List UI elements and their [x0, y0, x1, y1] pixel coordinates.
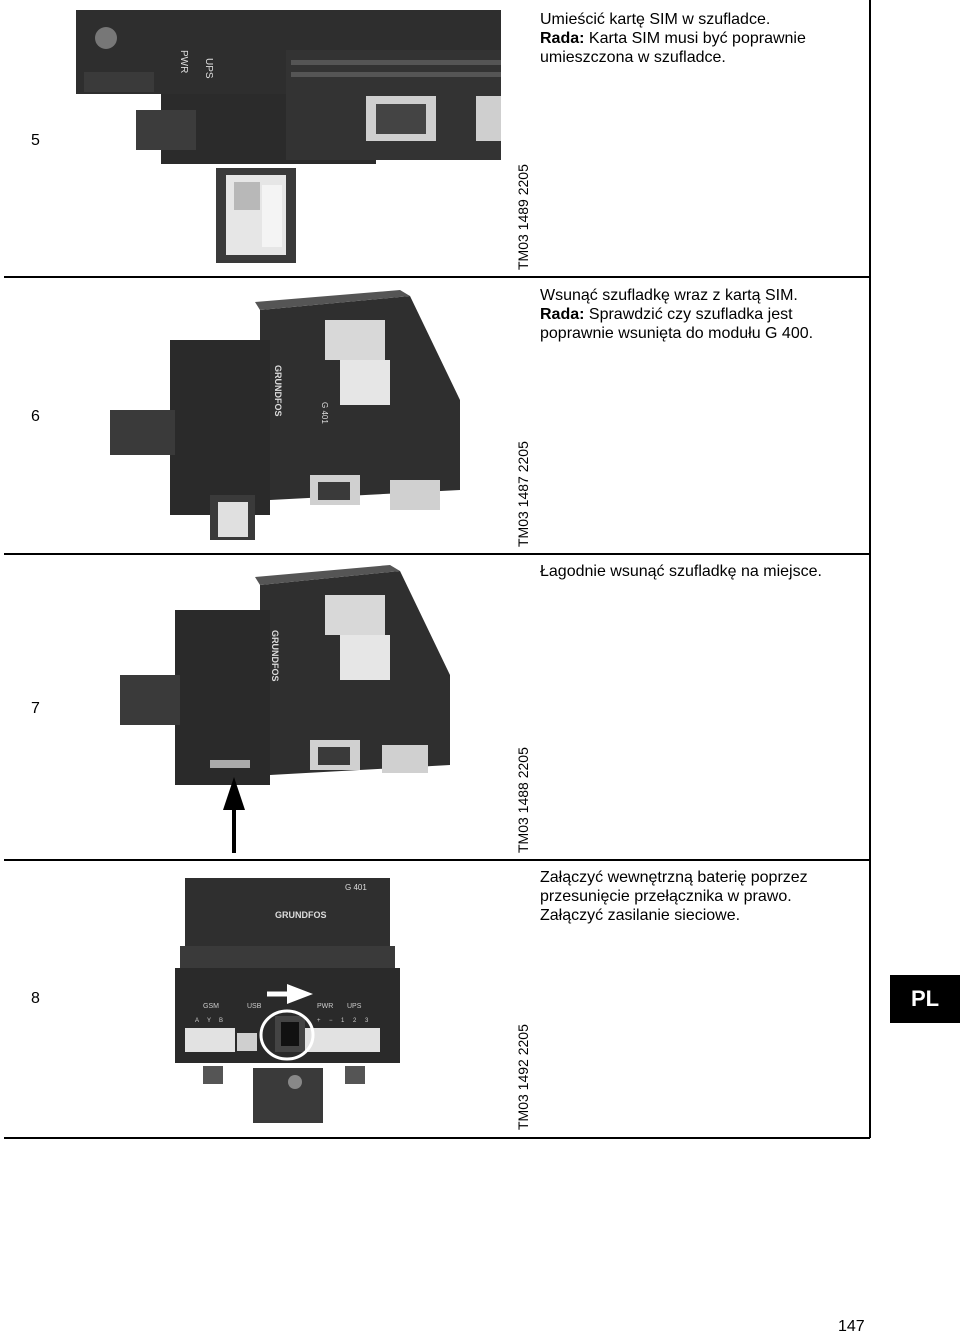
brand-label: GRUNDFOS: [275, 910, 327, 920]
instruction-line: Łagodnie wsunąć szufladkę na miejsce.: [540, 563, 822, 580]
hint-text: Sprawdzić czy szufladka jest poprawnie w…: [540, 306, 814, 342]
instruction-line: Załączyć wewnętrzną baterię poprzez prze…: [540, 869, 808, 905]
right-rule: [869, 0, 871, 1138]
page-number: 147: [838, 1318, 865, 1335]
figure-code: TM03 1489 2205: [515, 164, 531, 270]
model-label: G 401: [345, 883, 367, 892]
ups-label: UPS: [347, 1003, 362, 1010]
terminal-label: Y: [207, 1018, 211, 1024]
instruction-line: Wsunąć szufladkę wraz z kartą SIM.: [540, 287, 798, 304]
step-number: 7: [31, 700, 40, 717]
hint-text: Karta SIM musi być poprawnie umieszczona…: [540, 30, 806, 66]
row-divider: [4, 859, 870, 861]
ups-label: UPS: [203, 58, 214, 79]
figure-code: TM03 1488 2205: [515, 747, 531, 853]
terminal-label: +: [317, 1018, 321, 1024]
step-number: 6: [31, 408, 40, 425]
step-instruction: Wsunąć szufladkę wraz z kartą SIM. Rada:…: [540, 286, 870, 343]
hint: Rada: Karta SIM musi być poprawnie umies…: [540, 29, 870, 67]
photo-tray-pushed: GRUNDFOS: [120, 565, 450, 853]
photo-sim-card-in-tray: PWR UPS: [76, 10, 501, 263]
brand-label: GRUNDFOS: [273, 365, 283, 417]
step-instruction: Łagodnie wsunąć szufladkę na miejsce.: [540, 562, 870, 581]
figure-code: TM03 1492 2205: [515, 1024, 531, 1130]
brand-label: GRUNDFOS: [270, 630, 280, 682]
switch-highlight-circle: [259, 1009, 315, 1061]
language-badge: PL: [890, 975, 960, 1023]
push-arrow-icon: [223, 777, 245, 853]
right-arrow-icon: [267, 984, 313, 1004]
pwr-label: PWR: [178, 50, 189, 73]
hint: Rada: Sprawdzić czy szufladka jest popra…: [540, 305, 870, 343]
figure-code: TM03 1487 2205: [515, 441, 531, 547]
step-number: 8: [31, 990, 40, 1007]
step-number: 5: [31, 132, 40, 149]
gsm-label: GSM: [203, 1003, 219, 1010]
terminal-label: 2: [353, 1018, 357, 1024]
model-label: G 401: [320, 402, 329, 424]
photo-battery-switch: GRUNDFOS G 401 GSM USB PWR UPS A Y B + −…: [175, 878, 400, 1123]
step-instruction: Umieścić kartę SIM w szufladce. Rada: Ka…: [540, 10, 870, 67]
terminal-label: −: [329, 1018, 333, 1024]
terminal-label: B: [219, 1018, 223, 1024]
hint-label: Rada:: [540, 30, 585, 47]
instruction-line: Umieścić kartę SIM w szufladce.: [540, 11, 771, 28]
row-divider: [4, 276, 870, 278]
usb-label: USB: [247, 1003, 262, 1010]
terminal-label: A: [195, 1018, 199, 1024]
row-divider: [4, 553, 870, 555]
photo-tray-insertion: GRUNDFOS G 401: [110, 290, 460, 540]
step-instruction: Załączyć wewnętrzną baterię poprzez prze…: [540, 868, 870, 925]
terminal-label: 1: [341, 1018, 345, 1024]
terminal-label: 3: [365, 1018, 369, 1024]
instruction-line: Załączyć zasilanie sieciowe.: [540, 907, 741, 924]
pwr-label: PWR: [317, 1003, 333, 1010]
row-divider: [4, 1137, 870, 1139]
hint-label: Rada:: [540, 306, 585, 323]
